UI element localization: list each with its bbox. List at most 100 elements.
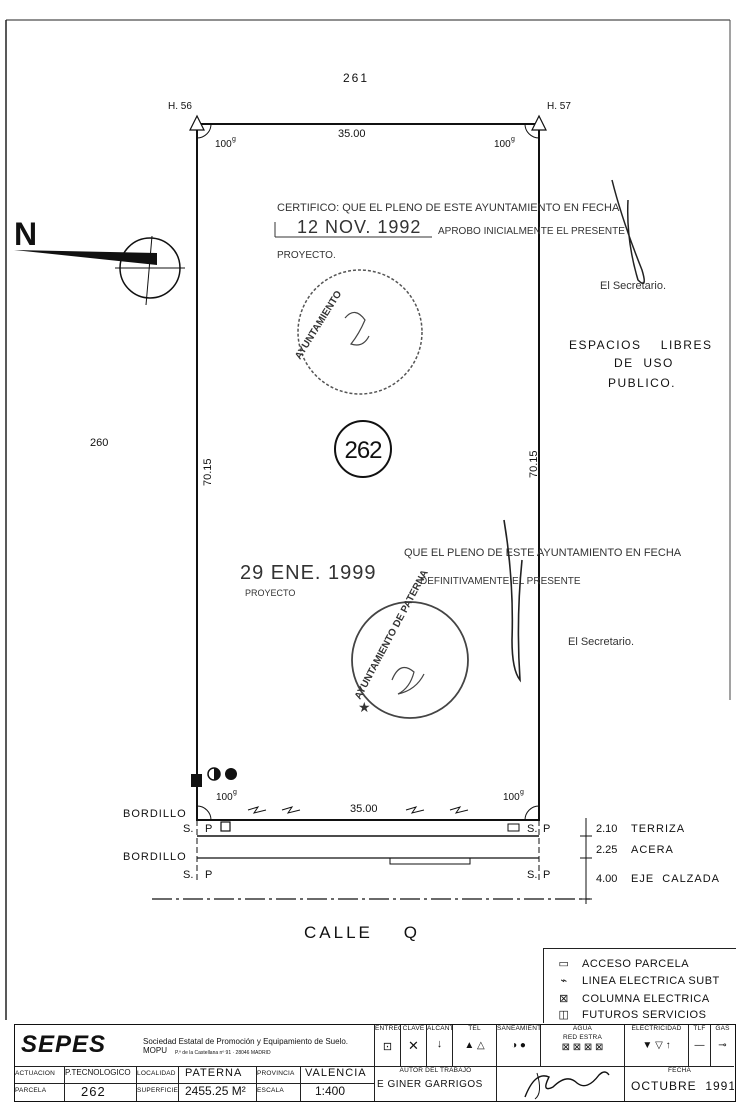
agua-icon: ⊠ ⊠ ⊠ ⊠ xyxy=(561,1042,604,1053)
service-clave: CLAVE ✕ xyxy=(401,1025,427,1067)
legend: ▭ ACCESO PARCELA ⌁ LINEA ELECTRICA SUBT … xyxy=(543,948,736,1023)
signature-cell xyxy=(497,1067,625,1101)
svg-text:100: 100 xyxy=(503,792,520,803)
author-signature xyxy=(524,1071,610,1100)
section-acera-dim: 2.25 xyxy=(596,844,617,856)
electric-column-marker xyxy=(191,774,202,787)
tel-icon: ▲ △ xyxy=(464,1040,485,1051)
legend-row-linea: ⌁ LINEA ELECTRICA SUBT xyxy=(552,974,720,988)
svg-text:APROBO INICIALMENTE EL PRESENT: APROBO INICIALMENTE EL PRESENTE xyxy=(438,226,625,237)
corner-label-h56: H. 56 xyxy=(168,101,192,112)
alcant-icon: ↓ xyxy=(436,1038,443,1050)
corner-marker-h56 xyxy=(189,114,205,131)
service-tel: TEL ▲ △ xyxy=(453,1025,497,1067)
svg-text:N: N xyxy=(14,216,37,252)
svg-text:P: P xyxy=(205,823,212,835)
legend-row-acceso: ▭ ACCESO PARCELA xyxy=(552,957,690,971)
svg-text:g: g xyxy=(233,789,237,796)
electricidad-icon: ▼ ▽ ↑ xyxy=(642,1040,671,1051)
actuacion-value: P.TECNOLOGICO xyxy=(65,1068,131,1077)
svg-text:PROYECTO: PROYECTO xyxy=(245,588,295,598)
legend-label: FUTUROS SERVICIOS xyxy=(582,1008,707,1021)
svg-text:S.: S. xyxy=(183,823,193,835)
angle-bottom-right: 100 g xyxy=(503,789,540,821)
angle-top-left: 100 g xyxy=(196,123,236,150)
date-label: FECHA xyxy=(667,1067,692,1074)
tlf-icon: — xyxy=(694,1040,705,1051)
sepes-logo: SEPES xyxy=(21,1031,107,1058)
electric-column-icon: ⊠ xyxy=(559,993,569,1005)
entrega-icon: ⊡ xyxy=(382,1041,393,1053)
superficie-label: SUPERFICIE xyxy=(137,1087,179,1094)
service-marker-full xyxy=(225,768,237,780)
service-entrega: ENTREGA ⊡ xyxy=(375,1025,401,1067)
parcel-number-circle xyxy=(334,420,392,478)
future-services-marker-left xyxy=(220,821,231,832)
svg-text:g: g xyxy=(520,789,524,796)
svg-text:P: P xyxy=(543,823,550,835)
svg-text:DEFINITIVAMENTE EL PRESENTE: DEFINITIVAMENTE EL PRESENTE xyxy=(420,576,581,587)
corner-marker-h57 xyxy=(531,114,547,131)
parcel-access-marker xyxy=(389,857,471,865)
svg-text:S.: S. xyxy=(527,823,537,835)
parcela-label: PARCELA xyxy=(15,1087,47,1094)
corner-label-h57: H. 57 xyxy=(547,101,571,112)
legend-row-futuros: ◫ FUTUROS SERVICIOS xyxy=(552,1008,707,1022)
parcel-access-marker-right xyxy=(507,823,520,832)
dim-right: 70.15 xyxy=(528,450,540,478)
dim-bottom: 35.00 xyxy=(350,803,378,815)
legend-row-columna: ⊠ COLUMNA ELECTRICA xyxy=(552,992,710,1006)
clave-icon: ✕ xyxy=(408,1038,419,1053)
parcel-260-label: 260 xyxy=(90,437,108,449)
svg-text:S.: S. xyxy=(527,869,537,881)
bordillo-label-2: BORDILLO xyxy=(123,851,187,863)
svg-text:El Secretario.: El Secretario. xyxy=(568,636,634,648)
svg-text:CERTIFICO: QUE EL PLENO DE EST: CERTIFICO: QUE EL PLENO DE ESTE AYUNTAMI… xyxy=(277,202,620,214)
north-arrow-icon: N xyxy=(14,216,185,306)
escala-label: ESCALA xyxy=(257,1087,284,1094)
svg-text:g: g xyxy=(511,136,515,143)
parcel-access-icon: ▭ xyxy=(558,958,570,970)
actuacion-label: ACTUACION xyxy=(15,1070,56,1077)
free-space-label-3: PUBLICO. xyxy=(608,376,676,390)
free-space-label-2: DE USO xyxy=(614,356,674,370)
svg-text:El Secretario.: El Secretario. xyxy=(600,280,666,292)
dim-left: 70.15 xyxy=(202,458,214,486)
parcel-boundary xyxy=(196,123,540,821)
approval-stamp-definitive: QUE EL PLENO DE ESTE AYUNTAMIENTO EN FEC… xyxy=(240,519,682,719)
electric-line-symbol xyxy=(247,806,469,814)
svg-text:S.: S. xyxy=(183,869,193,881)
company-address: P.º de la Castellana nº 91 · 28046 MADRI… xyxy=(175,1050,271,1056)
svg-text:100: 100 xyxy=(494,139,511,150)
legend-label: LINEA ELECTRICA SUBT xyxy=(582,974,720,987)
svg-text:29 ENE. 1999: 29 ENE. 1999 xyxy=(240,562,377,584)
gas-icon: ⊸ xyxy=(718,1040,727,1051)
title-block: SEPES Sociedad Estatal de Promoción y Eq… xyxy=(14,1024,736,1102)
dim-top: 35.00 xyxy=(338,128,366,140)
provincia-label: PROVINCIA xyxy=(257,1070,295,1077)
svg-text:PROYECTO.: PROYECTO. xyxy=(277,250,336,261)
company-cell: SEPES Sociedad Estatal de Promoción y Eq… xyxy=(15,1025,375,1067)
author-cell: AUTOR DEL TRABAJO E GINER GARRIGOS xyxy=(375,1067,497,1101)
section-eje-dim: 4.00 xyxy=(596,873,617,885)
electric-line-icon: ⌁ xyxy=(560,975,568,987)
approval-stamp-initial: CERTIFICO: QUE EL PLENO DE ESTE AYUNTAMI… xyxy=(274,179,666,395)
svg-text:100: 100 xyxy=(215,139,232,150)
parcela-value: 262 xyxy=(81,1084,106,1099)
section-terriza-label: TERRIZA xyxy=(631,823,685,835)
svg-text:AYUNTAMIENTO: AYUNTAMIENTO xyxy=(293,289,344,362)
superficie-value: 2455.25 M² xyxy=(185,1084,246,1098)
saneamiento-icon: ◑ ● xyxy=(511,1040,526,1051)
angle-top-right: 100 g xyxy=(494,123,540,150)
escala-value: 1:400 xyxy=(315,1084,346,1098)
svg-text:100: 100 xyxy=(216,792,233,803)
date-value: OCTUBRE 1991 xyxy=(631,1079,734,1093)
legend-label: ACCESO PARCELA xyxy=(582,957,690,970)
svg-text:g: g xyxy=(232,136,236,143)
bordillo-label-1: BORDILLO xyxy=(123,808,187,820)
service-tlf: TLF — xyxy=(689,1025,711,1067)
legend-label: COLUMNA ELECTRICA xyxy=(582,992,710,1005)
provincia-value: VALENCIA xyxy=(305,1067,367,1079)
parcel-261-label: 261 xyxy=(343,71,369,85)
